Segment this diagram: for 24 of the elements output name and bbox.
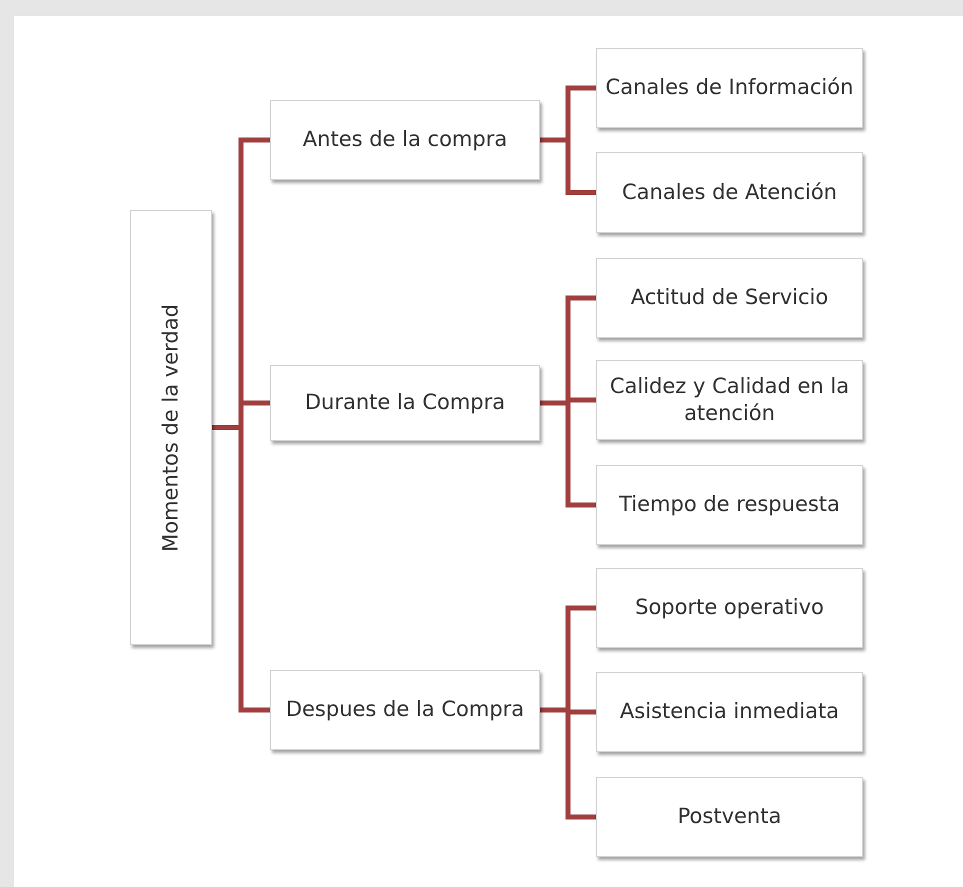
box-label: Soporte operativo [634,594,825,622]
box-label: Tiempo de respuesta [618,491,841,518]
topic-box [596,777,863,857]
root-box [130,210,212,645]
box-label: Asistencia inmediata [618,698,840,726]
box-label: Despues de la Compra [284,696,526,724]
topic-box [596,672,863,752]
topic-box [596,360,863,440]
topic-box [596,48,863,128]
box-label: Antes de la compra [302,126,508,154]
box-label: Momentos de la verdad [157,304,184,552]
topic-box [596,465,863,545]
box-label: Postventa [676,803,782,830]
box-label: Calidez y Calidad en la atención [608,372,850,427]
topic-box [270,670,540,750]
box-label: Durante la Compra [304,389,506,416]
box-label: Canales de Atención [620,178,838,206]
topic-box [596,152,863,233]
box-label: Actitud de Servicio [630,284,830,312]
topic-box [596,258,863,338]
topic-box [270,100,540,180]
box-label: Canales de Información [604,74,854,102]
topic-box [270,365,540,441]
topic-box [596,568,863,648]
